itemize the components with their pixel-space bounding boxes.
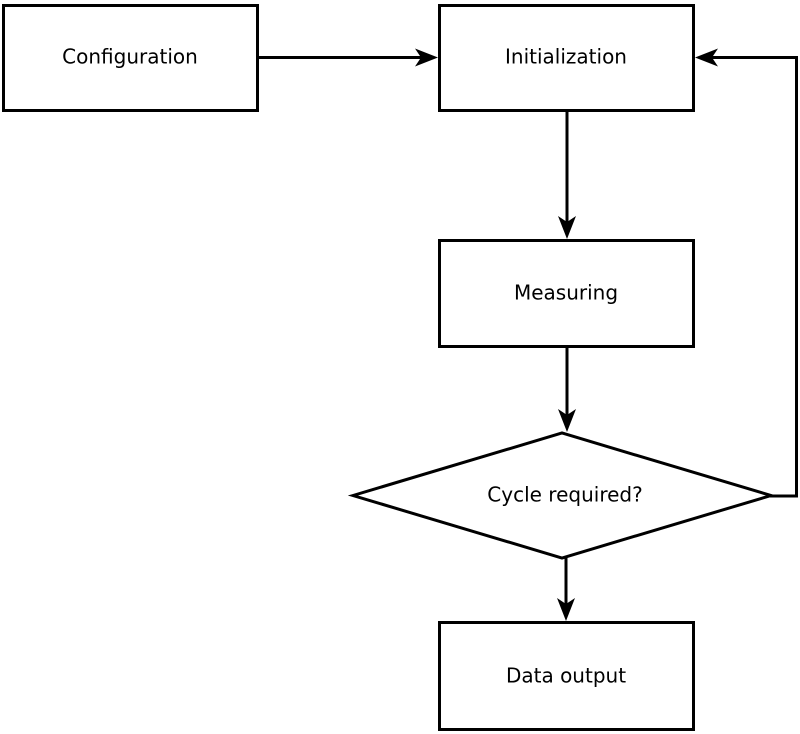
node-cycle-required-diamond[interactable] (347, 431, 777, 560)
node-initialization-rect[interactable] (438, 4, 695, 112)
arrowhead-down-icon (558, 409, 576, 432)
edge-cycle-required-to-data-output (557, 558, 575, 621)
node-initialization-label: Initialization (505, 45, 627, 69)
edge-measuring-to-cycle-required (558, 348, 576, 432)
node-initialization[interactable]: Initialization (438, 4, 695, 112)
node-configuration-rect[interactable] (2, 4, 259, 112)
node-configuration-label: Configuration (62, 45, 198, 69)
arrowhead-down-icon (557, 598, 575, 621)
node-data-output-label: Data output (506, 664, 626, 688)
arrowhead-left-icon (695, 48, 718, 67)
edge-initialization-to-measuring (558, 112, 576, 239)
arrowhead-right-icon (415, 48, 438, 67)
node-data-output[interactable]: Data output (438, 621, 695, 731)
node-measuring-rect[interactable] (438, 239, 695, 348)
node-measuring-label: Measuring (514, 281, 618, 305)
edge-configuration-to-initialization (259, 48, 438, 67)
node-cycle-required-label: Cycle required? (487, 483, 642, 507)
node-configuration[interactable]: Configuration (2, 4, 259, 112)
arrowhead-down-icon (558, 216, 576, 239)
edge-line-feedback-loop (712, 56, 798, 498)
edge-cycle-required-to-initialization (695, 48, 798, 498)
node-data-output-rect[interactable] (438, 621, 695, 731)
node-measuring[interactable]: Measuring (438, 239, 695, 348)
node-cycle-required[interactable]: Cycle required? (347, 431, 777, 560)
